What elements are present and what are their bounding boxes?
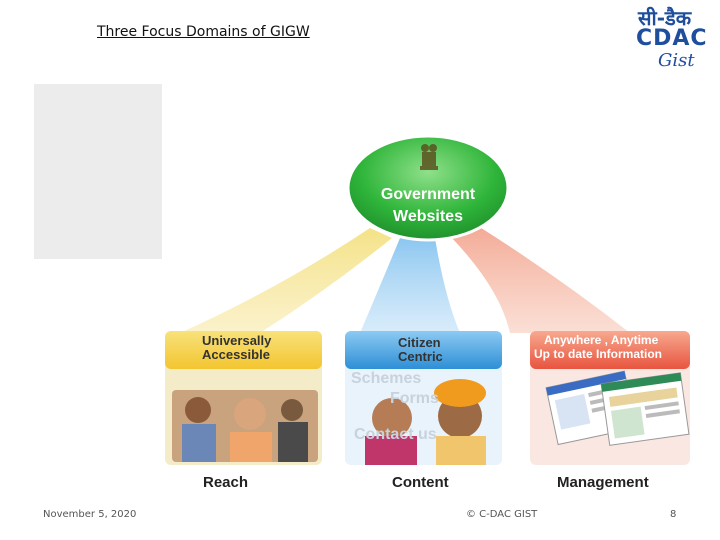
- logo-name: CDAC: [636, 26, 708, 51]
- hub-title: Government Websites: [348, 184, 508, 228]
- content-word-contact: Contact us: [354, 426, 437, 443]
- person-2: [234, 398, 266, 430]
- hub-line-1: Government: [380, 186, 476, 203]
- cdac-gist-logo: सी-डैक CDAC Gist: [632, 4, 712, 74]
- fan-yellow: [180, 228, 392, 333]
- panel-reach-line-1: Universally: [202, 333, 272, 348]
- panel-management-header: Anywhere , Anytime Up to date Informatio…: [534, 333, 662, 361]
- person-woman: [372, 398, 412, 438]
- fan-blue: [360, 238, 460, 333]
- label-management: Management: [557, 474, 649, 491]
- focus-domains-diagram: Government Websites Universally Accessib…: [160, 128, 700, 500]
- logo-sub: Gist: [658, 50, 695, 71]
- diagram-graphics: [165, 134, 690, 465]
- content-word-schemes: Schemes: [351, 370, 422, 387]
- footer-date: November 5, 2020: [43, 509, 137, 520]
- state-emblem-icon: [420, 144, 438, 170]
- panel-content-header: Citizen Centric: [398, 336, 443, 364]
- panel-management-line-1: Anywhere , Anytime: [544, 333, 659, 347]
- person-3: [281, 399, 303, 421]
- panel-reach: [165, 331, 322, 465]
- person-1: [185, 397, 211, 423]
- page-number: 8: [670, 509, 677, 520]
- label-content: Content: [392, 474, 449, 491]
- fan-red: [450, 226, 630, 333]
- panel-content: [345, 331, 502, 465]
- panel-reach-line-2: Accessible: [202, 347, 270, 362]
- hub-line-2: Websites: [393, 208, 463, 225]
- content-word-forms: Forms: [390, 390, 439, 407]
- panel-reach-header: Universally Accessible: [202, 334, 271, 362]
- panel-content-line-1: Citizen: [398, 335, 441, 350]
- slide-title: Three Focus Domains of GIGW: [97, 24, 310, 40]
- logo-devanagari: सी-डैक: [638, 6, 692, 30]
- image-placeholder: [34, 84, 162, 259]
- panel-management-line-2: Up to date Information: [534, 347, 662, 361]
- footer-copyright: © C-DAC GIST: [466, 509, 538, 520]
- panel-content-line-2: Centric: [398, 349, 443, 364]
- panel-management: [530, 331, 690, 465]
- label-reach: Reach: [203, 474, 249, 491]
- hub-ellipse: [346, 134, 510, 242]
